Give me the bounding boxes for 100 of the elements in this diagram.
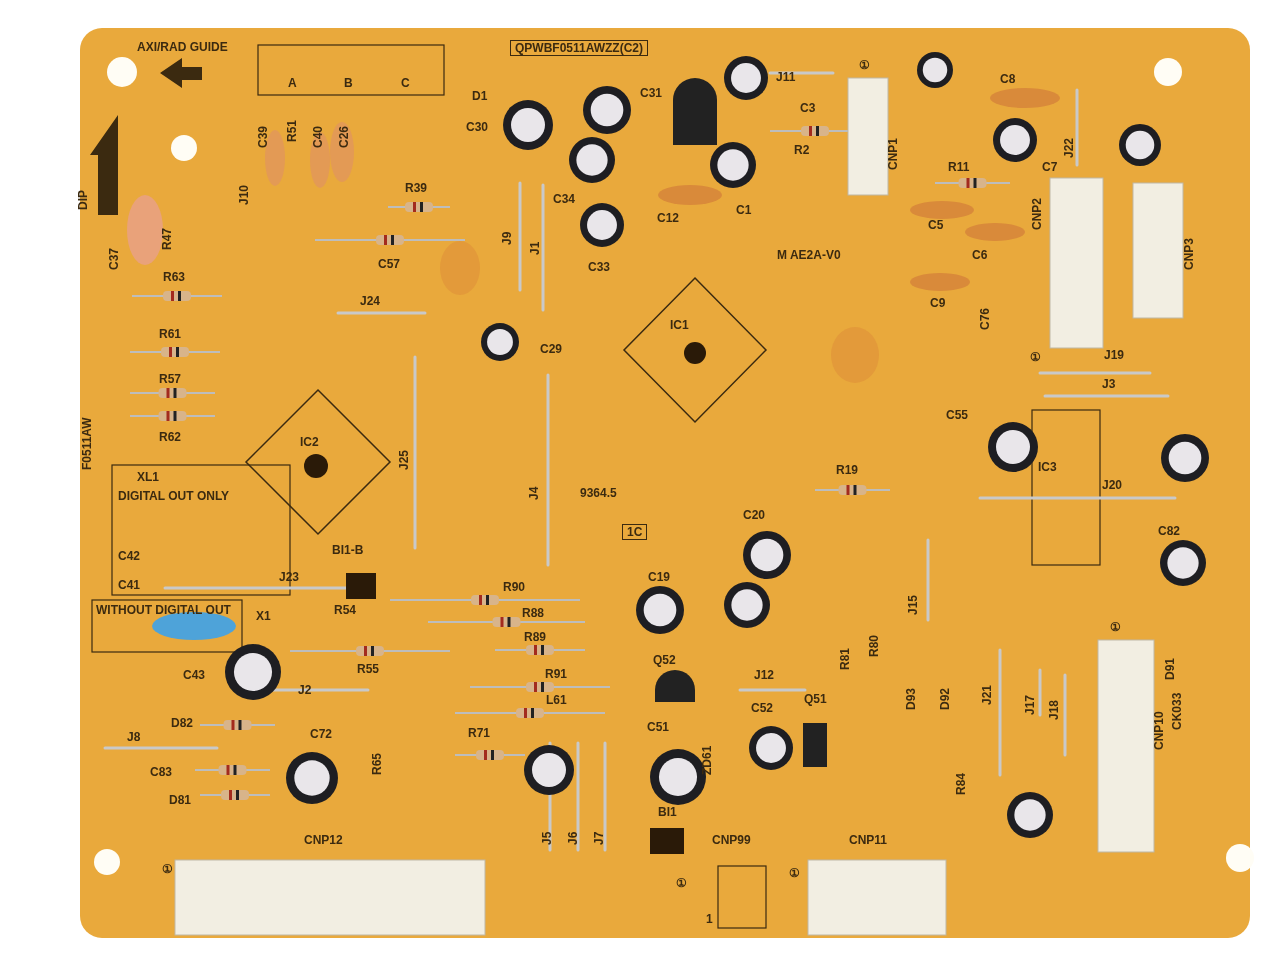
silkscreen-label: J8 [127,730,141,744]
silkscreen-label: J11 [776,70,796,84]
silkscreen-label: C1 [736,203,752,217]
silkscreen-label: DIP [76,190,90,210]
silkscreen-label: R61 [159,327,181,341]
silkscreen-label: CNP10 [1152,711,1166,750]
silkscreen-label: M AE2A-V0 [777,248,841,262]
silkscreen-label: D82 [171,716,193,730]
silkscreen-label: CNP3 [1182,238,1196,270]
silkscreen-label: C41 [118,578,140,592]
silkscreen-label: X1 [256,609,271,623]
silkscreen-label: 1 [706,912,713,926]
silkscreen-label: C82 [1158,524,1180,538]
silkscreen-label: C7 [1042,160,1058,174]
silkscreen-label: C5 [928,218,944,232]
silkscreen-label: C43 [183,668,205,682]
silkscreen-label: C55 [946,408,968,422]
silkscreen-label: C72 [310,727,332,741]
silkscreen-label: J15 [906,594,920,615]
silkscreen-label: J18 [1047,699,1061,720]
silkscreen-label: C57 [378,257,400,271]
silkscreen-label: C83 [150,765,172,779]
silkscreen-label: J25 [397,449,411,470]
silkscreen-label: D81 [169,793,191,807]
silkscreen-label: J19 [1104,348,1125,362]
silkscreen-label: R55 [357,662,379,676]
silkscreen-label: R81 [838,648,852,670]
silkscreen-label: J7 [592,831,606,845]
silkscreen-label: R65 [370,753,384,775]
silkscreen-label: J5 [540,831,554,845]
silkscreen-label: R91 [545,667,567,681]
silkscreen-label: ① [789,866,800,880]
silkscreen-label: R62 [159,430,181,444]
silkscreen-label: C34 [553,192,575,206]
silkscreen-label: J6 [566,831,580,845]
silkscreen-label: R19 [836,463,858,477]
silkscreen-label: R39 [405,181,427,195]
silkscreen-label: J17 [1023,694,1037,715]
silkscreen-label: C76 [978,308,992,330]
silkscreen-label: C29 [540,342,562,356]
silkscreen-label: C12 [657,211,679,225]
silkscreen-label: XL1 [137,470,159,484]
silkscreen-label: C6 [972,248,988,262]
silkscreen-label: C9 [930,296,946,310]
silkscreen-label: BI1 [658,805,677,819]
silkscreen-label: 9364.5 [580,486,617,500]
silkscreen-label: D92 [938,688,952,710]
silkscreen-label: J10 [237,184,251,205]
silkscreen-label: J12 [754,668,775,682]
silkscreen-label: CNP99 [712,833,751,847]
silkscreen-label: ① [859,58,870,72]
silkscreen-label: CNP12 [304,833,343,847]
silkscreen-label: ① [676,876,687,890]
silkscreen-label: C19 [648,570,670,584]
silkscreen-label: J4 [527,486,541,500]
silkscreen-label: C37 [107,248,121,270]
silkscreen-label: CK033 [1170,692,1184,730]
silkscreen-label: C31 [640,86,662,100]
silkscreen-label: R11 [948,160,970,174]
silkscreen-label: J3 [1102,377,1116,391]
silkscreen-label: R89 [524,630,546,644]
silkscreen-label: R51 [285,120,299,142]
silkscreen-label: C [401,76,410,90]
silkscreen-label: C26 [337,126,351,148]
silkscreen-label: CNP1 [886,138,900,170]
silkscreen-label: QPWBF0511AWZZ(C2) [510,40,648,56]
silkscreen-label: C40 [311,126,325,148]
silkscreen-label: 1C [622,524,648,540]
silkscreen-label: C30 [466,120,488,134]
silkscreen-label: R84 [954,773,968,795]
silkscreen-label: A [288,76,297,90]
silkscreen-label: DIGITAL OUT ONLY [118,489,230,503]
silkscreen-label: BI1-B [332,543,364,557]
silkscreen-label: J1 [528,241,542,255]
silkscreen-label: WITHOUT DIGITAL OUT [96,603,231,617]
silkscreen-label: ① [1030,350,1041,364]
silkscreen-label: R2 [794,143,810,157]
silkscreen-label: J24 [360,294,381,308]
silkscreen-label: IC3 [1038,460,1057,474]
silkscreen-label: CNP11 [849,833,888,847]
silkscreen-label: R54 [334,603,356,617]
silkscreen-label: R71 [468,726,490,740]
silkscreen-label: C33 [588,260,610,274]
silkscreen-label: R63 [163,270,185,284]
silkscreen-label: C3 [800,101,816,115]
silkscreen-label: R80 [867,635,881,657]
silkscreen-label: D91 [1163,658,1177,680]
silkscreen-label: R47 [160,228,174,250]
silkscreen-label: IC1 [670,318,689,332]
silkscreen-label: J21 [980,684,994,705]
silkscreen-label: AXI/RAD GUIDE [137,40,228,54]
silkscreen-label: R88 [522,606,544,620]
silkscreen-label: C39 [256,126,270,148]
silkscreen-label: C42 [118,549,140,563]
silkscreen-label: C51 [647,720,669,734]
silkscreen-label: CNP2 [1030,198,1044,230]
silkscreen-label: J9 [500,231,514,245]
silkscreen-label: B [344,76,353,90]
silkscreen-label: IC2 [300,435,319,449]
silkscreen-label: J20 [1102,478,1123,492]
